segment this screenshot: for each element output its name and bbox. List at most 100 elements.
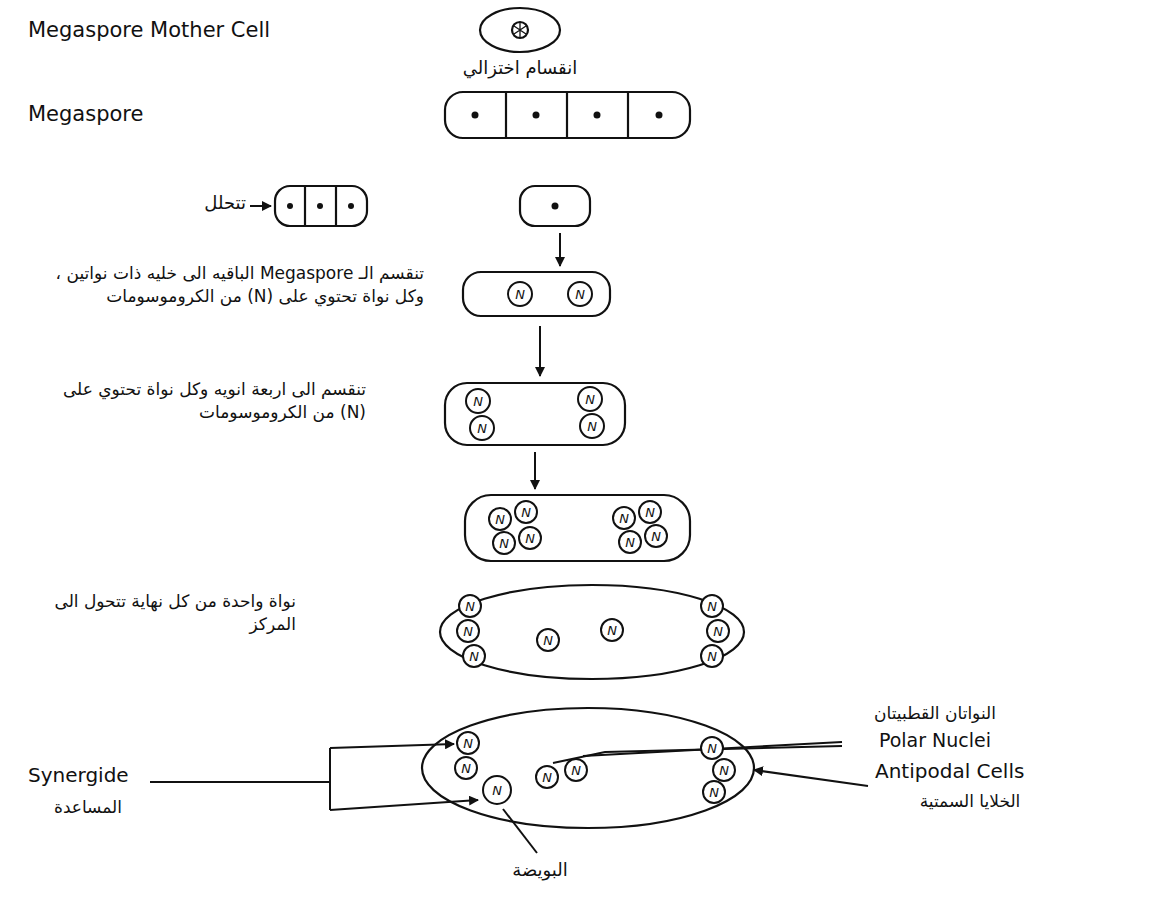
mother-nucleus bbox=[512, 22, 528, 38]
nucleus-circle: N bbox=[456, 619, 480, 643]
nucleus-label: N bbox=[463, 737, 473, 750]
text-label: Polar Nuclei bbox=[840, 728, 1030, 754]
nucleus-circle: N bbox=[612, 506, 636, 530]
leader-line bbox=[583, 742, 842, 756]
nucleus-label: N bbox=[709, 786, 719, 799]
cell-wall bbox=[304, 186, 306, 226]
nucleus-dot bbox=[594, 112, 601, 119]
stage-arrow bbox=[539, 326, 541, 376]
functional-megaspore bbox=[520, 186, 590, 226]
text-label: النواتان القطبيتان bbox=[840, 702, 1030, 725]
nucleus-label: N bbox=[625, 536, 635, 549]
nucleus-circle: N bbox=[712, 758, 736, 782]
degenerating-cells bbox=[275, 186, 367, 226]
nucleus-label: N bbox=[461, 762, 471, 775]
nucleus-circle: N bbox=[700, 644, 724, 668]
nucleus-label: N bbox=[495, 513, 505, 526]
nucleus-circle: N bbox=[706, 619, 730, 643]
nucleus-label: N bbox=[473, 395, 483, 408]
bracket bbox=[329, 748, 331, 810]
nucleus-circle: N bbox=[700, 736, 724, 760]
nucleus-circle: N bbox=[514, 500, 538, 524]
cell-wall bbox=[627, 92, 629, 138]
nucleus-dot bbox=[348, 203, 354, 209]
leader-arrow bbox=[754, 770, 868, 786]
nucleus-dot bbox=[552, 203, 559, 210]
text-label: Synergide bbox=[28, 762, 148, 789]
stage-arrow bbox=[534, 452, 536, 489]
nucleus-circle: N bbox=[454, 756, 478, 780]
embryo-sac bbox=[440, 585, 744, 679]
leader-line bbox=[553, 746, 842, 763]
cell-wall bbox=[335, 186, 337, 226]
nucleus-circle: N bbox=[518, 526, 542, 550]
leader-arrow bbox=[330, 744, 454, 748]
nucleus-circle: N bbox=[579, 413, 605, 439]
nucleus-dot bbox=[656, 112, 663, 119]
nuclei-dots bbox=[287, 112, 663, 210]
nucleus-circle: N bbox=[465, 388, 491, 414]
nucleus-hatch bbox=[514, 22, 526, 38]
text-label: تتحلل bbox=[170, 191, 246, 215]
nucleus-label: N bbox=[707, 650, 717, 663]
nucleus-circle: N bbox=[507, 281, 533, 307]
two-nucleate-cell bbox=[463, 272, 610, 316]
nucleus-label: N bbox=[477, 422, 487, 435]
text-label: Megaspore Mother Cell bbox=[28, 16, 328, 44]
eight-nucleate-cell bbox=[465, 495, 690, 561]
nucleus-circle: N bbox=[488, 507, 512, 531]
nucleus-dot bbox=[533, 112, 540, 119]
nucleus-label: N bbox=[713, 625, 723, 638]
megaspore-row bbox=[445, 92, 690, 138]
nucleus-circle: N bbox=[469, 415, 495, 441]
nucleus-label: N bbox=[571, 764, 581, 777]
nucleus-label: N bbox=[515, 288, 525, 301]
text-label: Megaspore bbox=[28, 100, 248, 128]
leader-line bbox=[503, 809, 537, 853]
nucleus-label: N bbox=[607, 624, 617, 637]
cell-wall bbox=[505, 92, 507, 138]
degenerate-arrow bbox=[250, 205, 271, 207]
text-label: الخلايا السمتية bbox=[875, 790, 1065, 813]
nucleus-label: N bbox=[707, 742, 717, 755]
text-label: تنقسم الى اربعة انويه وكل نواة تحتوي على… bbox=[36, 378, 366, 424]
nucleus-circle: N bbox=[600, 618, 624, 642]
nucleus-circle: N bbox=[482, 775, 512, 805]
mother-cell bbox=[480, 8, 560, 52]
nucleus-label: N bbox=[719, 764, 729, 777]
text-label: انقسام اختزالي bbox=[430, 56, 610, 80]
mature-embryo-sac bbox=[422, 708, 754, 828]
nucleus-dot bbox=[317, 203, 323, 209]
nucleus-label: N bbox=[465, 600, 475, 613]
nucleus-circle: N bbox=[564, 758, 588, 782]
nucleus-dot bbox=[287, 203, 293, 209]
cell-wall bbox=[566, 92, 568, 138]
text-label: البويضة bbox=[470, 858, 610, 882]
nucleus-circle: N bbox=[492, 531, 516, 555]
nucleus-circle: N bbox=[702, 780, 726, 804]
nucleus-label: N bbox=[707, 600, 717, 613]
stage-arrow bbox=[559, 233, 561, 266]
nucleus-label: N bbox=[469, 650, 479, 663]
nucleus-circle: N bbox=[638, 500, 662, 524]
nucleus-label: N bbox=[587, 420, 597, 433]
bracket bbox=[150, 781, 330, 783]
text-label: تنقسم الـ Megaspore الباقيه الى خليه ذات… bbox=[24, 262, 424, 308]
nucleus-label: N bbox=[542, 771, 552, 784]
nucleus-label: N bbox=[619, 512, 629, 525]
text-label: نواة واحدة من كل نهاية تتحول الى المركز bbox=[36, 590, 296, 636]
nucleus-circle: N bbox=[577, 386, 603, 412]
nucleus-circle: N bbox=[700, 594, 724, 618]
nucleus-dot bbox=[472, 112, 479, 119]
nucleus-circle: N bbox=[458, 594, 482, 618]
nucleus-circle: N bbox=[535, 765, 559, 789]
nucleus-label: N bbox=[463, 625, 473, 638]
nucleus-label: N bbox=[651, 530, 661, 543]
nucleus-circle: N bbox=[462, 644, 486, 668]
nucleus-circle: N bbox=[536, 628, 560, 652]
text-label: المساعدة bbox=[28, 796, 148, 819]
nucleus-label: N bbox=[543, 634, 553, 647]
nucleus-circle: N bbox=[456, 731, 480, 755]
nucleus-label: N bbox=[575, 288, 585, 301]
